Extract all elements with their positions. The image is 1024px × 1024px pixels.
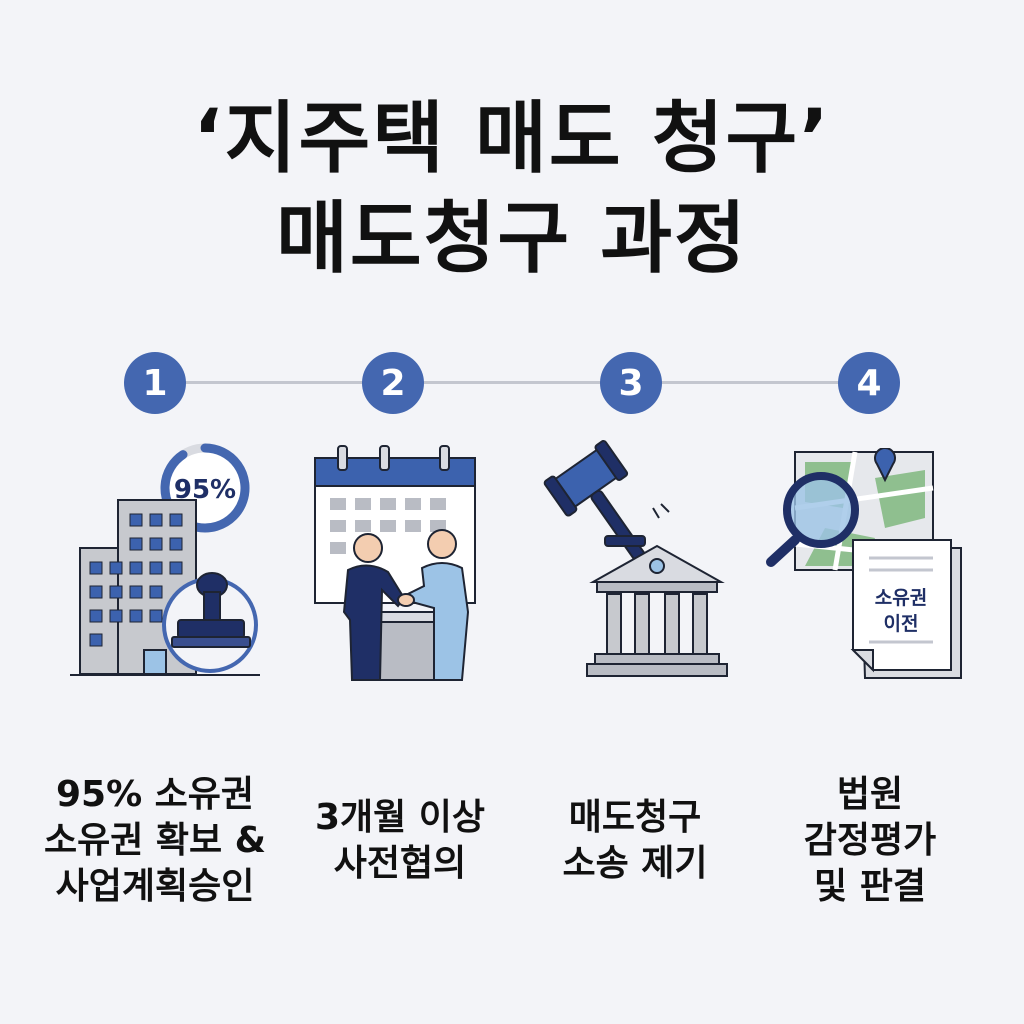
step-caption-3: 매도청구 소송 제기 [510,795,760,887]
step-number-3: 3 [600,352,662,414]
step-caption-line: 소유권 확보 & [43,820,267,861]
map-document-icon: 소유권 이전 [766,448,962,679]
page-title-line2: 매도청구 과정 [276,194,748,284]
gavel-courthouse-icon [543,440,728,677]
step-caption-line: 매도청구 [568,797,702,838]
step-caption-line: 사전협의 [333,843,467,884]
step-caption-line: 법원 [836,774,904,815]
step-caption-4: 법원 감정평가 및 판결 [745,772,995,910]
step-caption-line: 및 판결 [814,866,926,907]
document-label-line2: 이전 [884,613,919,635]
page-title-line1: ‘지주택 매도 청구’ [193,94,831,184]
step-caption-line: 95% 소유권 [55,774,255,815]
step-caption-2: 3개월 이상 사전협의 [275,795,525,887]
step-number-1: 1 [124,352,186,414]
progress-connector-line [155,381,867,384]
step-caption-line: 사업계획승인 [55,866,255,907]
step-number-4: 4 [838,352,900,414]
calendar-handshake-icon [314,445,476,681]
step-caption-line: 3개월 이상 [314,797,486,838]
step-caption-line: 소송 제기 [562,843,708,884]
step-caption-line: 감정평가 [803,820,937,861]
step-caption-1: 95% 소유권 소유권 확보 & 사업계획승인 [30,772,280,910]
building-stamp-icon: 95% [70,443,260,676]
step-number-2: 2 [362,352,424,414]
document-label-line1: 소유권 [875,587,927,609]
